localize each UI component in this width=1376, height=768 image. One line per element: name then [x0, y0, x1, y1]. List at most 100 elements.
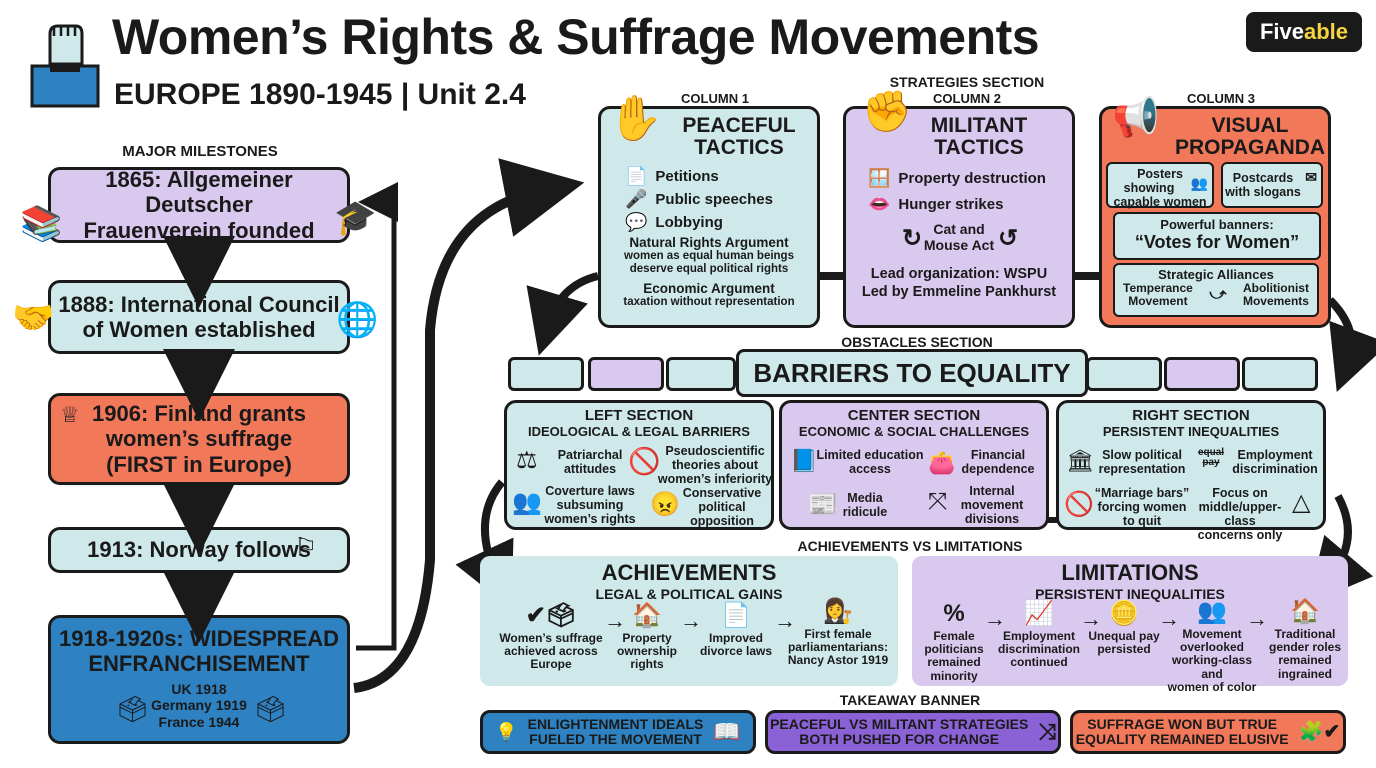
barriers-banner: BARRIERS TO EQUALITY: [736, 349, 1088, 397]
house-person-icon: 🏠: [1290, 598, 1320, 625]
coins-icon: 🪙: [1109, 600, 1139, 627]
wall-brick: [1086, 357, 1162, 391]
peaceful-tactics-card: PEACEFUL TACTICS 📄Petitions 🎤Public spee…: [598, 106, 820, 328]
raised-hand-megaphone-icon: ✋: [608, 94, 663, 143]
open-book-icon: 📖: [713, 719, 741, 744]
group-of-women-icon: 👥: [1190, 175, 1208, 191]
achievement-property-rights: 🏠 Property ownership rights: [616, 602, 677, 672]
persistent-inequalities-panel: RIGHT SECTION PERSISTENT INEQUALITIES: [1056, 400, 1326, 530]
arrow-icon: →: [1246, 606, 1268, 631]
wall-brick: [1242, 357, 1318, 391]
limitation-employment-discrimination: 📈 Employment discrimination continued: [997, 600, 1080, 670]
tactic-petitions: 📄Petitions: [625, 166, 719, 187]
takeaway-enlightenment: 💡 ENLIGHTENMENT IDEALS FUELED THE MOVEME…: [480, 710, 756, 754]
no-brain-icon: 🚫: [628, 446, 661, 476]
barrier-patriarchal-attitudes: Patriarchal attitudes: [557, 448, 623, 476]
cycle-arrow-icon-right: ↺: [998, 225, 1019, 253]
speaker-podium-icon: 👩‍⚖️: [823, 598, 853, 625]
economic-social-challenges-panel: CENTER SECTION ECONOMIC & SOCIAL CHALLEN…: [779, 400, 1049, 530]
posters-item: Posters showing capable women 👥: [1106, 162, 1214, 209]
ballot-box-icon-right: 🗳: [254, 694, 288, 724]
wall-brick: [666, 357, 736, 391]
house-icon: 🏠: [632, 602, 662, 629]
cycle-arrow-icon-left: ↻: [902, 225, 923, 253]
arrow-icon: →: [1080, 606, 1102, 631]
globe-icon: 🌐: [336, 301, 379, 339]
limitations-panel: LIMITATIONS PERSISTENT INEQUALITIES: [912, 556, 1348, 686]
challenge-media-ridicule: Media ridicule: [842, 491, 888, 519]
angry-face-icon: 😠: [650, 491, 680, 518]
flag-icon: ⚐: [294, 532, 318, 562]
chart-icon: 📈: [1024, 600, 1054, 627]
wall-brick: [508, 357, 584, 391]
achievement-suffrage: ✔🗳 Women’s suffrage achieved across Euro…: [499, 602, 603, 672]
lightbulb-icon: 💡: [495, 722, 518, 742]
column-2-label: COLUMN 2: [933, 91, 1001, 106]
achievement-divorce-laws: 📄 Improved divorce laws: [699, 602, 773, 659]
limitation-traditional-gender-roles: 🏠 Traditional gender roles remained ingr…: [1268, 598, 1342, 681]
detail-germany: Germany 1919: [151, 697, 247, 714]
milestones-label: MAJOR MILESTONES: [122, 143, 278, 160]
takeaway-strategies: PEACEFUL VS MILITANT STRATEGIES BOTH PUS…: [765, 710, 1061, 754]
ballot-box-icon-left: 🗳: [116, 694, 150, 724]
page-title: Women’s Rights & Suffrage Movements: [112, 9, 1040, 65]
book-icon: 📘: [790, 448, 818, 473]
percent-icon: %: [943, 600, 965, 627]
branch-arrow-icon: ⤻: [1209, 286, 1227, 304]
barrier-conservative-opposition: Conservative political opposition: [682, 486, 762, 528]
diverging-arrows-icon: ⤧: [928, 488, 948, 515]
capitol-building-icon: 🏛: [1066, 448, 1094, 473]
books-icon: 📚: [20, 205, 63, 243]
page-subtitle: EUROPE 1890-1945 | Unit 2.4: [114, 78, 526, 111]
gavel-book-icon: ⚖: [516, 447, 538, 474]
mouth-icon: 👄: [868, 194, 891, 215]
arrow-icon: →: [774, 608, 796, 633]
tactic-public-speeches: 🎤Public speeches: [625, 189, 773, 210]
inequality-marriage-bars: “Marriage bars” forcing women to quit: [1094, 486, 1190, 528]
linked-figures-icon: 👥: [512, 489, 542, 516]
achievement-female-parliamentarians: 👩‍⚖️ First female parliamentarians: Nanc…: [787, 598, 889, 668]
takeaway-suffrage-won: SUFFRAGE WON BUT TRUE EQUALITY REMAINED …: [1070, 710, 1346, 754]
strategies-label: STRATEGIES SECTION: [889, 74, 1045, 90]
challenge-internal-divisions: Internal movement divisions: [960, 484, 1024, 526]
outcomes-label: ACHIEVEMENTS VS LIMITATIONS: [797, 538, 1023, 554]
no-ring-icon: 🚫: [1064, 491, 1094, 518]
strategic-alliances-item: Strategic Alliances Temperance Movement …: [1113, 263, 1319, 317]
ideological-legal-barriers-panel: LEFT SECTION IDEOLOGICAL & LEGAL BARRIER…: [504, 400, 774, 530]
branch-arrows-icon: ⤨: [1038, 719, 1056, 744]
people-group-icon: 👥: [1197, 598, 1227, 625]
obstacles-label: OBSTACLES SECTION: [841, 334, 993, 350]
arrow-icon: →: [604, 608, 626, 633]
crown-icon: ♕: [60, 402, 80, 427]
column-3-label: COLUMN 3: [1187, 91, 1255, 106]
newspaper-icon: 📰: [808, 491, 838, 518]
cat-and-mouse-cycle: ↻ Cat and Mouse Act ↺: [902, 221, 1019, 254]
equal-pay-crossed-icon: equal pay: [1197, 447, 1225, 468]
limitation-unequal-pay: 🪙 Unequal pay persisted: [1088, 600, 1160, 657]
postcards-item: Postcards with slogans ✉: [1221, 162, 1323, 208]
detail-france: France 1944: [158, 714, 240, 731]
wallet-icon: 👛: [928, 450, 956, 475]
arrow-icon: →: [680, 608, 702, 633]
detail-uk: UK 1918: [171, 680, 227, 697]
puzzle-check-icon: 🧩✔: [1298, 721, 1341, 743]
inequality-slow-representation: Slow political representation: [1098, 448, 1186, 476]
barrier-pseudoscientific-theories: Pseudoscientific theories about women’s …: [657, 444, 773, 486]
raised-fist-ballot-icon: [28, 12, 102, 110]
podium-icon: 🎤: [625, 189, 648, 210]
banners-item: Powerful banners: “Votes for Women”: [1113, 212, 1321, 260]
postcard-icon: ✉: [1305, 169, 1317, 185]
challenge-limited-education: Limited education access: [816, 448, 924, 476]
tactic-lobbying: 💬Lobbying: [625, 212, 723, 233]
document-icon: 📄: [721, 602, 751, 629]
column-1-label: COLUMN 1: [681, 91, 749, 106]
tactic-property-destruction: 🪟Property destruction: [868, 168, 1046, 189]
achievements-panel: ACHIEVEMENTS LEGAL & POLITICAL GAINS: [480, 556, 898, 686]
wall-brick: [588, 357, 664, 391]
tactic-hunger-strikes: 👄Hunger strikes: [868, 194, 1004, 215]
wall-brick: [1164, 357, 1240, 391]
arrow-icon: →: [984, 606, 1006, 631]
joined-hands-icon: 🤝: [12, 299, 55, 337]
barrier-coverture-laws: Coverture laws subsuming women’s rights: [544, 484, 636, 526]
checkmark-ballot-icon: ✔🗳: [525, 602, 577, 629]
